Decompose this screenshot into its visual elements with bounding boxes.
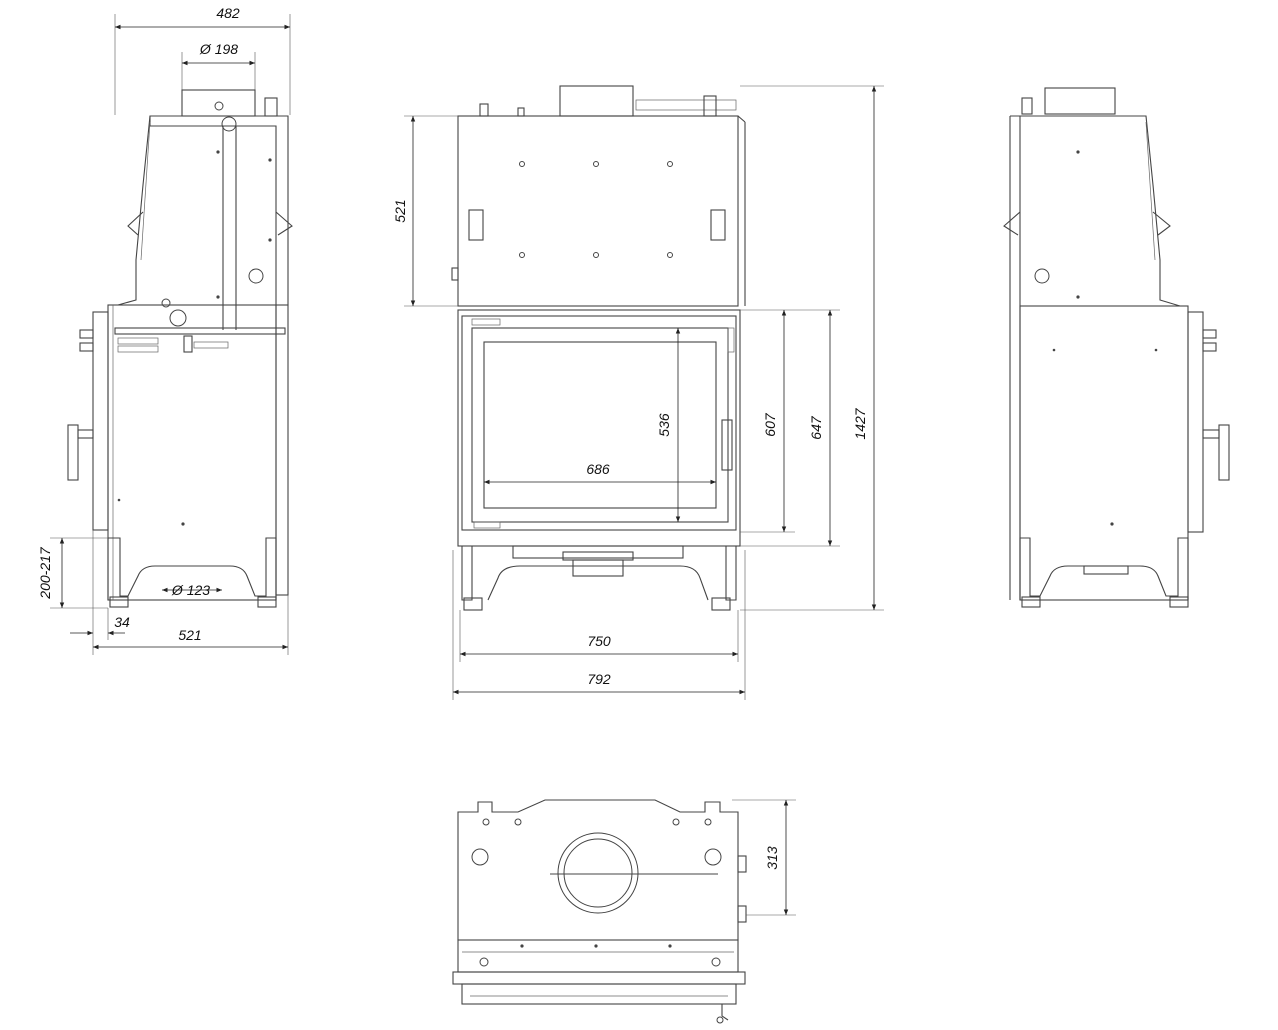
- dim-air-inlet-diameter: Ø 123: [171, 582, 210, 598]
- plan-view: [452, 799, 796, 1024]
- dim-plan-depth: 313: [764, 846, 780, 870]
- left-side-view: [50, 14, 293, 655]
- dim-side-depth-top: 482: [216, 5, 240, 21]
- dim-total-height: 1427: [852, 407, 868, 439]
- dim-leg-adjust: 200-217: [37, 546, 53, 600]
- right-side-view: [1003, 87, 1230, 608]
- dim-frame-height: 647: [808, 415, 824, 440]
- dim-side-depth-bottom: 521: [178, 627, 201, 643]
- dimension-labels: 482 Ø 198 Ø 123 200-217 34 521 521 536 6…: [37, 5, 868, 870]
- front-view: [404, 85, 884, 700]
- dim-top-box-height: 521: [392, 199, 408, 222]
- dim-flue-diameter: Ø 198: [199, 41, 238, 57]
- dim-total-width: 792: [587, 671, 611, 687]
- dim-door-height: 607: [762, 412, 778, 437]
- dim-foot-offset: 34: [114, 614, 130, 630]
- dim-glass-width: 686: [586, 461, 610, 477]
- dim-glass-height: 536: [656, 413, 672, 437]
- dim-body-width: 750: [587, 633, 611, 649]
